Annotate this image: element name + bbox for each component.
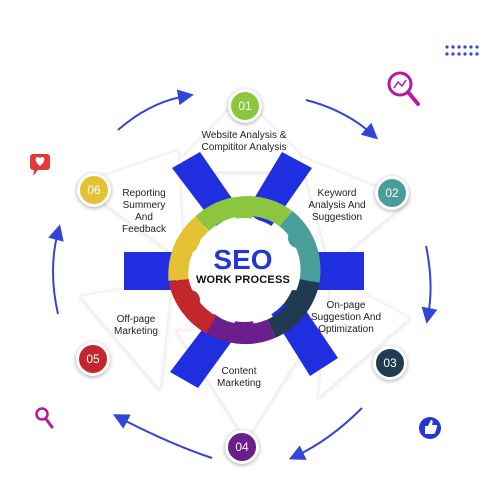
step-number-03: 03: [373, 346, 407, 380]
panel-03: [317, 275, 411, 400]
step-number-02: 02: [375, 176, 409, 210]
dot-grid-icon: [445, 45, 479, 56]
step-number-04: 04: [225, 430, 259, 464]
arrow-2-to-3: [421, 245, 438, 324]
step-number-01: 01: [228, 89, 262, 123]
arrow-1-to-2: [305, 99, 378, 140]
like-chat-icon: [30, 154, 50, 176]
spoke-left: [124, 252, 176, 290]
arrow-6-to-1: [117, 89, 194, 131]
thumbs-up-icon: [419, 417, 441, 439]
center-disc: [192, 218, 296, 322]
step-number-05: 05: [76, 342, 110, 376]
step-label-01: Website Analysis & Compititor Analysis: [201, 130, 287, 153]
step-label-05: Off-page Marketing: [114, 314, 158, 337]
panel-01: [166, 95, 320, 173]
panel-02: [299, 155, 411, 267]
spoke-right: [312, 252, 364, 290]
step-label-06: Reporting Summery And Feedback: [122, 188, 166, 235]
center-subtitle: WORK PROCESS: [195, 274, 291, 286]
arrow-3-to-4: [288, 407, 363, 460]
step-label-02: Keyword Analysis And Suggestion: [308, 188, 366, 223]
step-label-03: On-page Suggestion And Optimization: [310, 300, 382, 335]
arrow-4-to-5: [112, 414, 213, 459]
ring-seg-02: [279, 210, 321, 283]
search-chart-icon: [387, 71, 420, 106]
step-number-06: 06: [77, 173, 111, 207]
step-label-04: Content Marketing: [217, 366, 261, 389]
arrow-5-to-6: [48, 224, 64, 315]
center-title: SEO: [213, 244, 273, 275]
search-icon: [35, 407, 54, 429]
cycle-arrows: [48, 89, 438, 460]
